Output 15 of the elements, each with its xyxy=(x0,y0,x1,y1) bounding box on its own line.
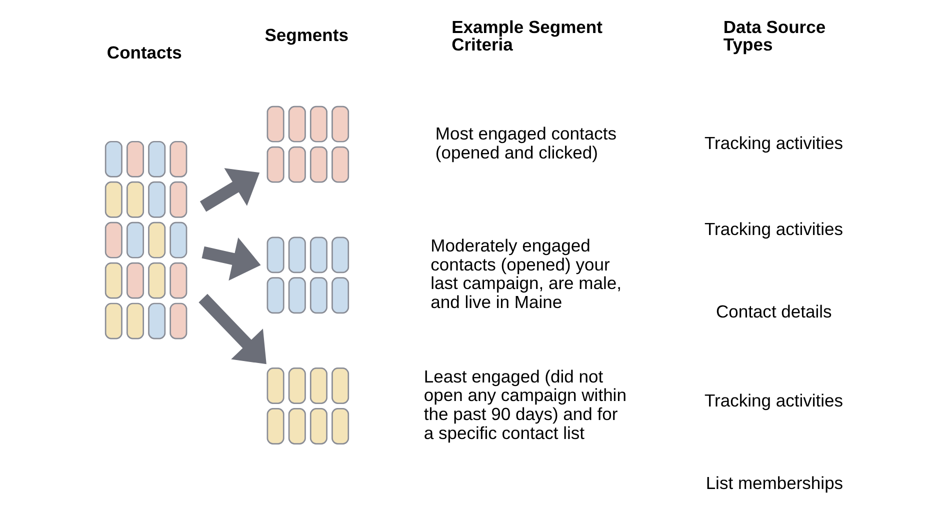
label: Contact details xyxy=(715,302,832,322)
label: Tracking activities xyxy=(704,390,843,411)
arrow xyxy=(198,294,266,364)
label: Tracking activities xyxy=(704,219,843,240)
label: Example Segment Criteria xyxy=(451,16,602,54)
label: Tracking activities xyxy=(704,132,843,153)
label: Contacts xyxy=(106,42,182,63)
label: Moderately engaged contacts (opened) your last campaign, are male, and live in Maine xyxy=(430,235,621,312)
label: Data Source Types xyxy=(722,16,826,54)
label: Least engaged (did not open any campaign within the past 90 days) and for a specific contact list xyxy=(423,366,626,443)
label: Segments xyxy=(264,25,348,45)
arrow xyxy=(199,168,260,212)
label: Most engaged contacts (opened and clicked) xyxy=(434,123,616,162)
arrow xyxy=(201,238,260,281)
label: List memberships xyxy=(705,472,843,493)
